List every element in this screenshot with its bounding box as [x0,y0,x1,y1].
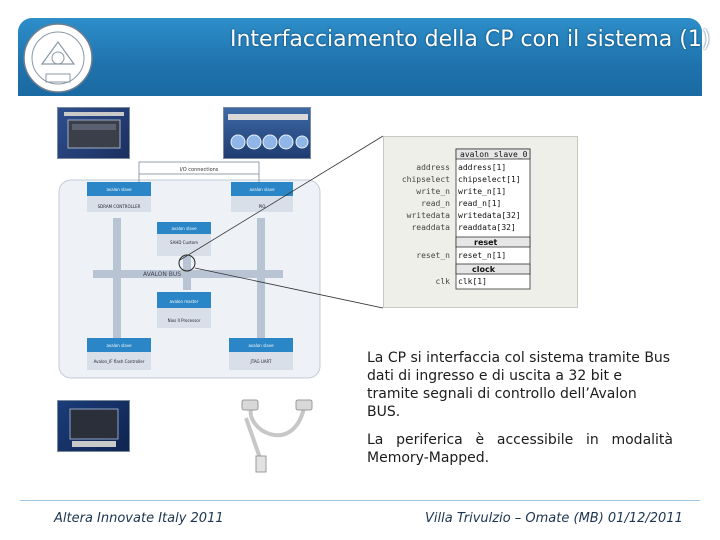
port-left: reset_n [416,251,450,260]
port-right: write_n[1] [458,187,506,196]
port-left: read_n [421,199,450,208]
module-name: SAHD Custom [170,240,198,245]
avalon-interface-zoom: avalon_slave_0 address address[1] chipse… [383,136,578,308]
module-tag: avalon slave [106,187,132,192]
module-name: PIO [259,204,266,209]
port-right: address[1] [458,163,506,172]
port-left: address [416,163,450,172]
module-sahd-custom: avalon slave SAHD Custom [157,222,211,256]
footer-event: Altera Innovate Italy 2011 [54,511,224,526]
clock-header: clock [472,265,496,274]
body-paragraph-memory-mapped: La periferica è accessibile in modalità … [367,432,673,466]
module-sdram: avalon slave SDRAM CONTROLLER [87,182,151,212]
port-right: read_n[1] [458,199,501,208]
module-name: Avalon_IF flash Controller [94,359,145,364]
io-connections-label: I/O connections [180,167,219,173]
module-pio: avalon slave PIO [231,182,293,212]
port-left: clk [436,277,451,286]
port-left: write_n [416,187,450,196]
port-right: reset_n[1] [458,251,506,260]
module-flash-controller: avalon slave Avalon_IF flash Controller [87,338,151,370]
system-block-diagram: I/O connections AVALON BUS avalon slave … [58,161,321,379]
header-bar [18,18,702,96]
footer-location-date: Villa Trivulzio – Omate (MB) 01/12/2011 [425,511,683,526]
usb-cable-icon [241,399,313,473]
port-left: chipselect [402,175,450,184]
port-left: readdata [411,223,450,232]
module-name: JTAG UART [250,359,273,364]
body-paragraph-bus: La CP si interfaccia col sistema tramite… [367,350,671,420]
university-seal-icon [23,23,93,93]
module-tag: avalon slave [171,226,197,231]
module-name: SDRAM CONTROLLER [98,204,141,209]
avalon-bus-label: AVALON BUS [143,271,181,278]
port-left: writedata [407,211,451,220]
module-tag: avalon master [170,299,199,304]
photo-memory-chip [57,107,130,159]
module-tag: avalon slave [248,343,274,348]
slide-title: Interfacciamento della CP con il sistema… [230,27,711,52]
port-right: chipselect[1] [458,175,521,184]
footer-rule [20,500,700,501]
port-right: readdata[32] [458,223,516,232]
module-jtag-uart: avalon slave JTAG UART [229,338,293,370]
module-tag: avalon slave [106,343,132,348]
photo-flash-chip [57,400,130,452]
reset-header: reset [474,238,498,247]
module-tag: avalon slave [249,187,275,192]
photo-board-leds [223,107,311,159]
port-right: clk[1] [458,277,487,286]
module-name: Nios II Processor [168,318,201,323]
port-right: writedata[32] [458,211,521,220]
slave-header: avalon_slave_0 [460,150,528,159]
module-nios: avalon master Nios II Processor [157,292,211,328]
